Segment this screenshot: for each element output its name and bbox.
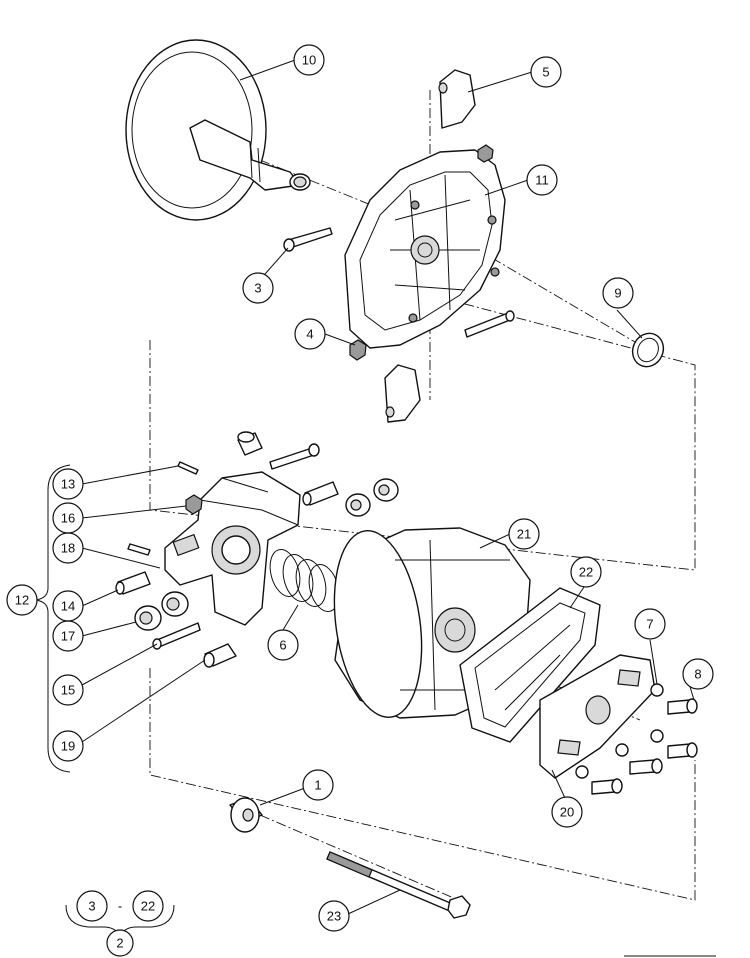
callout-18-label: 18 bbox=[61, 541, 75, 556]
callout-4: 4 bbox=[294, 318, 326, 350]
callout-7: 7 bbox=[634, 608, 666, 640]
callout-6: 6 bbox=[267, 629, 299, 661]
part-23-long-bolt bbox=[326, 851, 471, 919]
callout-5: 5 bbox=[530, 56, 562, 88]
part-plate-nut-upper bbox=[477, 144, 494, 163]
callout-22-label: 22 bbox=[579, 565, 593, 580]
callout-12: 12 bbox=[6, 584, 38, 616]
callout-13: 13 bbox=[52, 468, 84, 500]
callout-12-label: 12 bbox=[15, 593, 29, 608]
callout-20-label: 20 bbox=[560, 805, 574, 820]
callout-20: 20 bbox=[551, 796, 583, 828]
part-spider-rollers bbox=[345, 478, 399, 517]
part-15-bolt bbox=[152, 622, 201, 650]
part-17-rollers bbox=[134, 591, 189, 631]
part-plate-bolt bbox=[464, 310, 515, 338]
callout-4-label: 4 bbox=[306, 327, 313, 342]
callout-7-label: 7 bbox=[646, 617, 653, 632]
callout-21: 21 bbox=[508, 518, 540, 550]
part-spider bbox=[164, 471, 301, 626]
callout-16-label: 16 bbox=[61, 511, 75, 526]
callout-16: 16 bbox=[52, 502, 84, 534]
part-spider-pin bbox=[302, 481, 339, 506]
callout-18: 18 bbox=[52, 532, 84, 564]
part-7-washers bbox=[575, 683, 664, 779]
part-spider-bolt bbox=[269, 443, 320, 470]
callout-23: 23 bbox=[318, 900, 350, 932]
callout-17: 17 bbox=[52, 620, 84, 652]
part-19-bushing bbox=[203, 643, 237, 668]
callout-21-label: 21 bbox=[517, 527, 531, 542]
callout-8-label: 8 bbox=[694, 667, 701, 682]
kit-range-separator: - bbox=[118, 899, 122, 914]
part-20-end-plate bbox=[539, 654, 656, 779]
callout-14: 14 bbox=[52, 590, 84, 622]
callout-11: 11 bbox=[526, 164, 558, 196]
part-6-spring bbox=[269, 549, 340, 612]
callout-9-label: 9 bbox=[614, 286, 621, 301]
callout-1-label: 1 bbox=[314, 778, 321, 793]
part-9-ring bbox=[631, 332, 665, 368]
part-4-nut bbox=[349, 339, 367, 361]
callout-22: 22 bbox=[570, 556, 602, 588]
part-22-gasket bbox=[459, 587, 601, 743]
part-1-washer bbox=[229, 797, 263, 833]
callout-19-label: 19 bbox=[61, 739, 75, 754]
callout-19: 19 bbox=[52, 730, 84, 762]
part-16-nut bbox=[185, 494, 203, 515]
part-18-pin bbox=[127, 543, 151, 556]
part-5-upper-weight bbox=[438, 69, 476, 129]
part-10-movable-sheave bbox=[125, 39, 311, 221]
callout-23-label: 23 bbox=[327, 909, 341, 924]
callout-10: 10 bbox=[293, 44, 325, 76]
callout-5-label: 5 bbox=[542, 65, 549, 80]
kit-note: 3 - 22 2 bbox=[76, 890, 164, 957]
callout-15-label: 15 bbox=[61, 683, 75, 698]
callout-1: 1 bbox=[302, 769, 334, 801]
part-8-bolts bbox=[591, 698, 698, 795]
callout-13-label: 13 bbox=[61, 477, 75, 492]
kit-number: 2 bbox=[116, 936, 123, 951]
part-lower-weight bbox=[384, 364, 421, 423]
callout-14-label: 14 bbox=[61, 599, 75, 614]
callout-17-label: 17 bbox=[61, 629, 75, 644]
callout-15: 15 bbox=[52, 674, 84, 706]
part-3-bolt bbox=[283, 227, 333, 252]
callout-8: 8 bbox=[682, 658, 714, 690]
callout-3-label: 3 bbox=[254, 281, 261, 296]
callout-3: 3 bbox=[242, 272, 274, 304]
callout-10-label: 10 bbox=[302, 53, 316, 68]
kit-range-end: 22 bbox=[141, 899, 155, 914]
part-14-roller-pin bbox=[115, 571, 151, 595]
callout-11-label: 11 bbox=[535, 173, 549, 188]
part-11-fixed-sheave bbox=[344, 149, 506, 349]
part-top-bushing bbox=[237, 431, 263, 456]
callout-6-label: 6 bbox=[279, 638, 286, 653]
part-13-pin bbox=[177, 461, 199, 475]
kit-range-start: 3 bbox=[88, 899, 95, 914]
callout-9: 9 bbox=[602, 277, 634, 309]
